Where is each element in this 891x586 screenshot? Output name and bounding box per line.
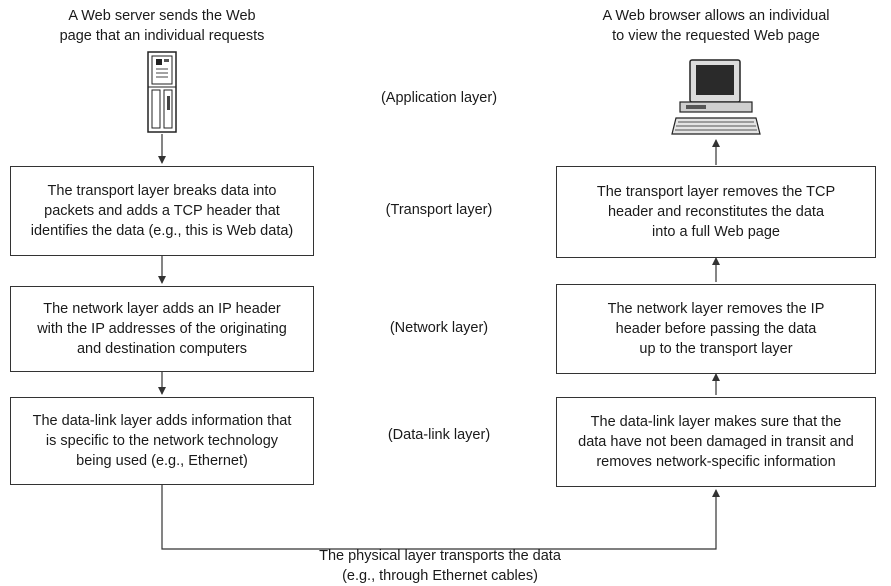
application-layer-label: (Application layer) xyxy=(380,90,498,106)
sender-transport-box: The transport layer breaks data into pac… xyxy=(10,166,314,256)
receiver-transport-box: The transport layer removes the TCP head… xyxy=(556,166,876,258)
server-caption: A Web server sends the Web page that an … xyxy=(59,8,265,44)
desktop-computer-icon xyxy=(671,59,761,135)
sender-network-box: The network layer adds an IP header with… xyxy=(10,286,314,372)
browser-caption: A Web browser allows an individual to vi… xyxy=(602,8,830,44)
receiver-datalink-box: The data-link layer makes sure that the … xyxy=(556,397,876,487)
network-layer-label: (Network layer) xyxy=(389,320,489,336)
physical-link-line xyxy=(161,485,720,550)
sender-datalink-box: The data-link layer adds information tha… xyxy=(10,397,314,485)
receiver-network-box: The network layer removes the IP header … xyxy=(556,284,876,374)
datalink-layer-label: (Data-link layer) xyxy=(387,427,491,443)
physical-layer-caption: The physical layer transports the data (… xyxy=(319,548,561,584)
transport-layer-label: (Transport layer) xyxy=(385,202,493,218)
server-icon xyxy=(147,51,177,133)
